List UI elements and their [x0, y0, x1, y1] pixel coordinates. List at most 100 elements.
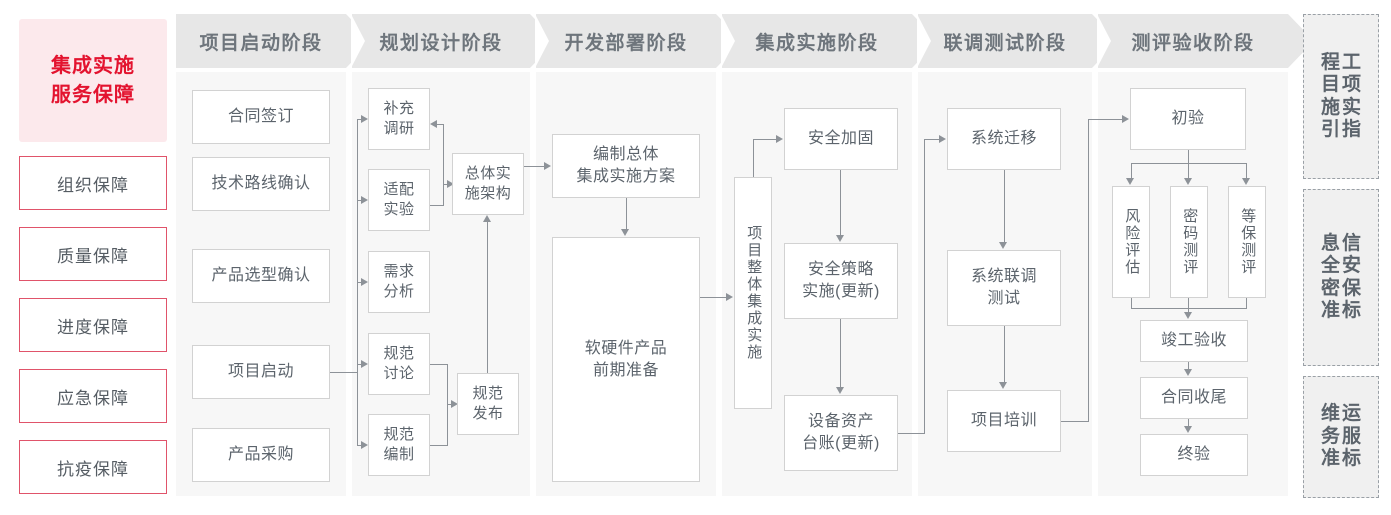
chevron-notch-icon: [721, 14, 735, 68]
node-draft-overall-plan[interactable]: 编制总体集成实施方案: [552, 134, 700, 198]
chevron-notch-icon: [1097, 14, 1111, 68]
connector-line: [430, 364, 448, 366]
node-line: 调研: [383, 120, 415, 137]
arrow-right-icon: [361, 278, 368, 286]
sidebar-item-schedule[interactable]: 进度保障: [19, 298, 167, 352]
node-line: 规范: [472, 384, 504, 402]
std-char: 引: [1320, 118, 1340, 140]
connector-line: [1188, 298, 1190, 314]
node-overall-integration-implementation[interactable]: 项目整体集成实施: [734, 177, 772, 409]
arrow-right-icon: [361, 196, 368, 204]
node-risk-assessment[interactable]: 风险评估: [1112, 186, 1150, 298]
connector-line: [924, 139, 940, 141]
node-line: 讨论: [383, 365, 415, 382]
connector-line: [1131, 298, 1133, 309]
standard-box-engineering-guideline[interactable]: 工 项 实 指 程 目 施 引: [1303, 14, 1379, 179]
node-hw-sw-preparation[interactable]: 软硬件产品前期准备: [552, 237, 700, 482]
node-completion-acceptance[interactable]: 竣工验收: [1140, 320, 1248, 362]
arrow-down-icon: [836, 387, 844, 394]
phase-header-4[interactable]: 集成实施阶段: [721, 14, 912, 68]
node-line: 台账(更新): [802, 435, 880, 452]
arrow-right-icon: [361, 115, 368, 123]
chevron-notch-icon: [917, 14, 931, 68]
node-spec-release[interactable]: 规范发布: [457, 373, 519, 435]
node-security-hardening[interactable]: 安全加固: [784, 108, 898, 170]
node-preliminary-acceptance[interactable]: 初验: [1130, 88, 1246, 150]
connector-line: [443, 124, 445, 206]
arrow-down-icon: [999, 382, 1007, 389]
phase-header-6[interactable]: 测评验收阶段: [1097, 14, 1288, 68]
connector-line: [1061, 421, 1089, 423]
std-char: 指: [1342, 118, 1362, 140]
sidebar-item-epidemic[interactable]: 抗疫保障: [19, 440, 167, 494]
node-spec-discussion[interactable]: 规范讨论: [368, 333, 430, 395]
connector-line: [840, 319, 842, 388]
connector-line: [330, 372, 358, 374]
arrow-down-icon: [999, 242, 1007, 249]
standard-box-ops-service[interactable]: 运 服 标 维 务 准: [1303, 376, 1379, 498]
arrow-right-icon: [544, 162, 551, 170]
arrow-right-icon: [361, 360, 368, 368]
node-tech-route-confirm[interactable]: 技术路线确认: [192, 157, 330, 211]
sidebar-item-quality[interactable]: 质量保障: [19, 227, 167, 281]
node-contract-closure[interactable]: 合同收尾: [1140, 377, 1248, 419]
node-line: 软硬件产品: [584, 339, 668, 357]
connector-line: [487, 222, 489, 373]
node-spec-drafting[interactable]: 规范编制: [368, 414, 430, 476]
connector-line: [357, 200, 362, 202]
node-line: 编制总体: [592, 146, 659, 164]
node-system-joint-test[interactable]: 系统联调测试: [947, 250, 1061, 326]
standard-label-infosec-confidentiality: 信 安 保 标 息 全 密 准: [1321, 233, 1361, 323]
phase-title-5: 联调测试阶段: [943, 32, 1067, 54]
node-line: 集成实施方案: [576, 168, 676, 185]
std-char: 标: [1342, 448, 1362, 470]
node-mlps-evaluation[interactable]: 等保测评: [1228, 186, 1266, 298]
node-project-training[interactable]: 项目培训: [947, 390, 1061, 452]
node-asset-ledger-update[interactable]: 设备资产台账(更新): [784, 395, 898, 471]
node-project-kickoff[interactable]: 项目启动: [192, 345, 330, 399]
phase-header-5[interactable]: 联调测试阶段: [917, 14, 1092, 68]
arrow-right-icon: [451, 400, 458, 408]
connector-line: [443, 184, 448, 186]
node-overall-implementation-architecture[interactable]: 总体实施架构: [452, 153, 524, 215]
std-char: 息: [1320, 232, 1340, 254]
arrow-down-icon: [1242, 178, 1250, 185]
node-system-migration[interactable]: 系统迁移: [947, 108, 1061, 170]
node-line: 需求: [383, 262, 415, 280]
arrow-down-icon: [1126, 178, 1134, 185]
std-char: 程: [1320, 51, 1340, 73]
connector-line: [1188, 150, 1190, 164]
node-product-selection[interactable]: 产品选型确认: [192, 249, 330, 303]
connector-line: [1246, 163, 1248, 179]
standard-box-infosec-confidentiality[interactable]: 信 安 保 标 息 全 密 准: [1303, 189, 1379, 366]
chevron-notch-icon: [535, 14, 549, 68]
node-contract-signing[interactable]: 合同签订: [192, 90, 330, 144]
node-adaptation-experiment[interactable]: 适配实验: [368, 169, 430, 231]
phase-title-4: 集成实施阶段: [755, 32, 879, 54]
std-char: 项: [1342, 74, 1362, 96]
node-security-policy-update[interactable]: 安全策略实施(更新): [784, 243, 898, 319]
std-char: 实: [1342, 96, 1362, 118]
phase-header-3[interactable]: 开发部署阶段: [535, 14, 716, 68]
phase-header-1[interactable]: 项目启动阶段: [176, 14, 346, 68]
node-requirement-analysis[interactable]: 需求分析: [368, 251, 430, 313]
arrow-right-icon: [361, 441, 368, 449]
phase-header-2[interactable]: 规划设计阶段: [351, 14, 530, 68]
connector-line: [898, 433, 925, 435]
arrow-down-icon: [1184, 312, 1192, 319]
std-char: 服: [1342, 425, 1362, 447]
node-final-acceptance[interactable]: 终验: [1140, 434, 1248, 476]
sidebar-item-organization[interactable]: 组织保障: [19, 156, 167, 210]
node-supplementary-research[interactable]: 补充调研: [368, 88, 430, 150]
connector-line: [357, 445, 362, 447]
sidebar-item-emergency[interactable]: 应急保障: [19, 369, 167, 423]
node-crypto-evaluation[interactable]: 密码测评: [1170, 186, 1208, 298]
std-char: 务: [1320, 425, 1340, 447]
standard-label-ops-service: 运 服 标 维 务 准: [1321, 403, 1361, 470]
node-product-purchase[interactable]: 产品采购: [192, 428, 330, 482]
node-line: 总体实: [464, 164, 512, 182]
chevron-notch-icon: [351, 14, 365, 68]
arrow-down-icon: [1184, 369, 1192, 376]
connector-line: [753, 139, 755, 178]
